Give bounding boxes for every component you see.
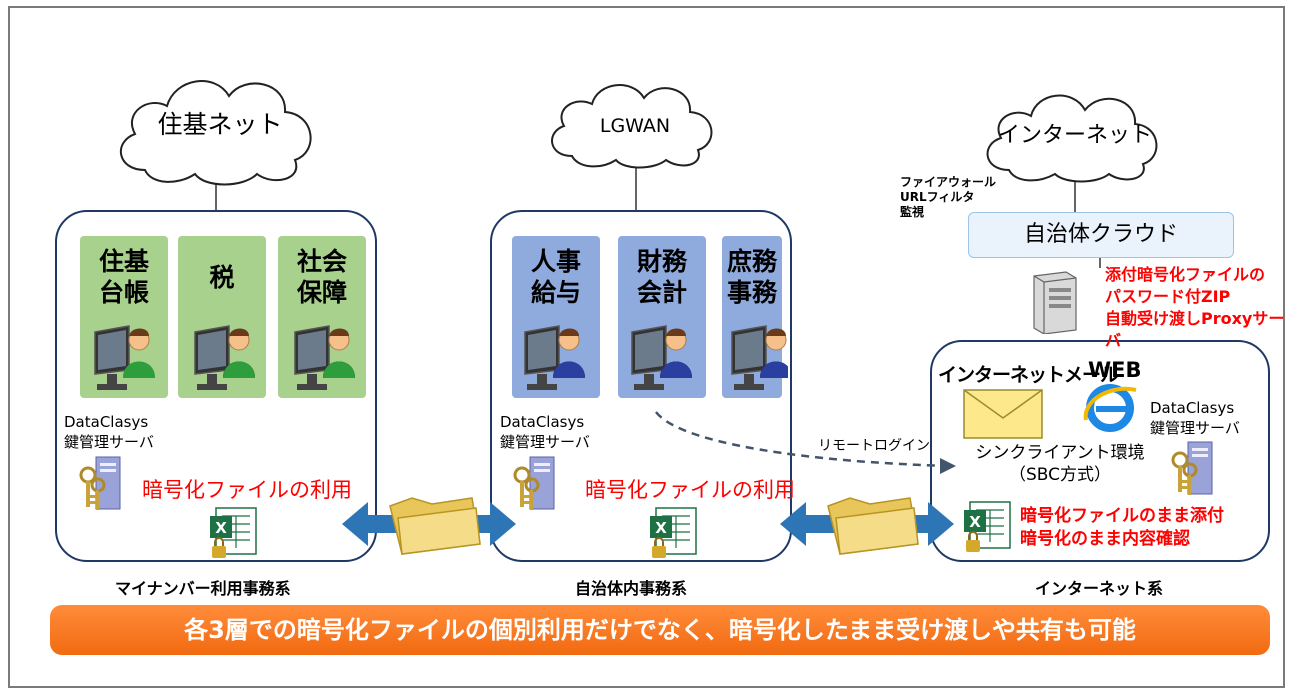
key-server-icon (79, 455, 122, 512)
transfer-arrow-right (780, 497, 954, 555)
pc-user-icon (731, 325, 788, 391)
internal-zone-label: 自治体内事務系 (575, 579, 688, 598)
proxy-label: 添付暗号化ファイルの パスワード付ZIP 自動受け渡しProxyサーバ (1105, 265, 1285, 350)
mynumber-usage-label: 暗号化ファイルの利用 (142, 478, 352, 502)
pc-user-icon (94, 325, 156, 391)
internet-cloud-icon (986, 94, 1158, 183)
internet-cloud-label: インターネット (997, 123, 1152, 148)
mail-envelope-icon (963, 389, 1043, 439)
juki-cloud-label: 住基ネット (157, 110, 283, 139)
lgwan-cloud-label: LGWAN (599, 115, 671, 137)
juki-cloud-icon (119, 80, 312, 186)
internet-server-label: DataClasys 鍵管理サーバ (1150, 399, 1240, 437)
thin-client-label: シンクライアント環境 （SBC方式） (975, 443, 1145, 485)
attach-label: 暗号化ファイルのまま添付 暗号化のまま内容確認 (1020, 506, 1224, 549)
excel-file-icon (963, 501, 1011, 553)
key-server-icon (1171, 440, 1214, 497)
excel-file-icon (209, 507, 257, 559)
mynumber-server-label: DataClasys 鍵管理サーバ (64, 413, 154, 451)
remote-login-label: リモートログイン (818, 438, 930, 454)
internet-zone-label: インターネット系 (1035, 579, 1164, 598)
remote-login-arrow (655, 411, 956, 474)
proxy-server-icon (1033, 271, 1077, 334)
internal-usage-label: 暗号化ファイルの利用 (585, 478, 795, 502)
browser-icon (1083, 384, 1137, 432)
lgwan-cloud-icon (551, 84, 713, 169)
internal-server-label: DataClasys 鍵管理サーバ (500, 413, 590, 451)
summary-banner: 各3層での暗号化ファイルの個別利用だけでなく、暗号化したまま受け渡しや共有も可能 (50, 605, 1270, 655)
internet-mail-label: インターネットメール (938, 364, 1119, 386)
pc-user-icon (194, 325, 256, 391)
transfer-arrow-left (342, 497, 516, 555)
pc-user-icon (294, 325, 356, 391)
web-label: WEB (1088, 358, 1142, 382)
cloud-service-box: 自治体クラウド (968, 212, 1234, 258)
firewall-label: ファイアウォール URLフィルタ 監視 (900, 175, 997, 219)
excel-file-icon (649, 507, 697, 559)
pc-user-icon (631, 325, 693, 391)
pc-user-icon (524, 325, 586, 391)
mynumber-zone-label: マイナンバー利用事務系 (115, 579, 291, 598)
